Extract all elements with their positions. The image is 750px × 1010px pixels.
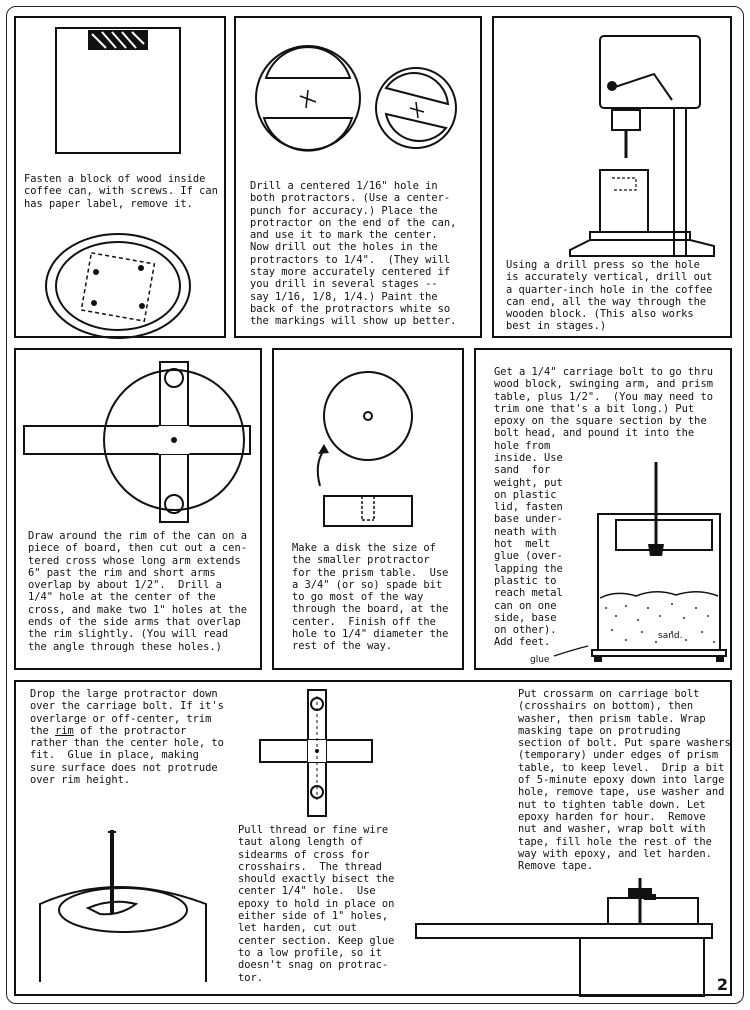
- assembly-illustrations: [16, 682, 734, 998]
- panel-fasten-block: Fasten a block of wood inside coffee can…: [14, 16, 226, 338]
- panel3-text: Using a drill press so the hole is accur…: [506, 259, 712, 333]
- panel-make-disk: Make a disk the size of the smaller prot…: [272, 348, 464, 670]
- glue-label: glue: [530, 655, 550, 665]
- panel5-text: Make a disk the size of the smaller prot…: [292, 542, 448, 653]
- panel2-text: Drill a centered 1/16" hole in both prot…: [250, 180, 456, 328]
- page-number: 2: [717, 975, 728, 994]
- panel-drill-protractors: Drill a centered 1/16" hole in both prot…: [234, 16, 482, 338]
- panel-cut-cross: Draw around the rim of the can on a piec…: [14, 348, 262, 670]
- sand-label: sand.: [658, 631, 682, 641]
- panel4-text: Draw around the rim of the can on a piec…: [28, 530, 247, 653]
- panel1-text: Fasten a block of wood inside coffee can…: [24, 173, 218, 210]
- panel-drill-press: Using a drill press so the hole is accur…: [492, 16, 732, 338]
- panel-carriage-bolt: Get a 1/4" carriage bolt to go thru wood…: [474, 348, 732, 670]
- panel-assembly: Drop the large protractor down over the …: [14, 680, 732, 996]
- can-with-bolt-illustration: sand. glue: [476, 350, 734, 672]
